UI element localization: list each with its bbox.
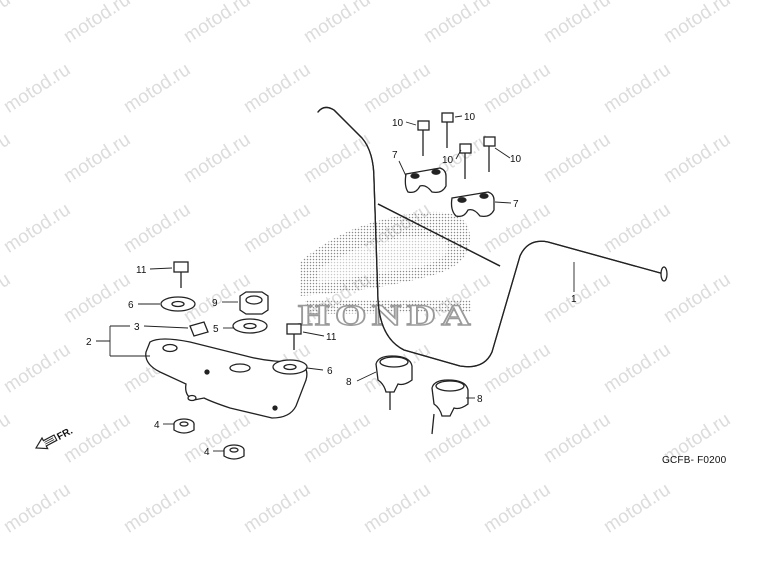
callout-5: 5 (213, 324, 219, 335)
leader-lines (96, 115, 575, 452)
callout-7-upper: 7 (392, 150, 398, 161)
holder-plate (145, 338, 308, 419)
callout-labels: 1 2 3 4 4 5 6 6 7 7 8 8 9 10 10 10 10 11… (86, 112, 577, 458)
front-direction-arrow: FR. (34, 426, 75, 450)
bolt-11-upper (173, 261, 189, 288)
callout-10-c: 10 (442, 155, 454, 166)
washer-6-upper (160, 296, 196, 312)
honda-logo-text: HONDA (298, 299, 476, 332)
callout-6-upper: 6 (128, 300, 134, 311)
bolt-10-a (417, 120, 430, 156)
diagram-code: GCFB- F0200 (662, 455, 727, 466)
callout-11-upper: 11 (136, 265, 147, 276)
callout-10-b: 10 (464, 112, 476, 123)
callout-6-lower: 6 (327, 366, 333, 377)
bolt-stopper (189, 321, 209, 337)
callout-2: 2 (86, 337, 92, 348)
upper-holder-right (450, 191, 495, 218)
callout-7-right: 7 (513, 199, 519, 210)
bolt-11-lower (286, 323, 302, 350)
callout-4-lower: 4 (204, 447, 210, 458)
bolt-10-d (483, 136, 496, 172)
callout-1: 1 (571, 294, 577, 305)
lower-holder-right (431, 379, 469, 435)
callout-8-right: 8 (477, 394, 483, 405)
callout-10-a: 10 (392, 118, 404, 129)
honda-wing-logo (300, 211, 472, 314)
lower-holder-left (375, 355, 413, 410)
callout-10-d: 10 (510, 154, 522, 165)
front-direction-label: FR. (55, 426, 75, 443)
handlebar (317, 106, 668, 368)
washer-5 (232, 318, 268, 334)
callout-4-upper: 4 (154, 420, 160, 431)
callout-3: 3 (134, 322, 140, 333)
bushing-4-lower (223, 444, 245, 460)
upper-holder-left (404, 167, 447, 194)
nut (239, 291, 269, 315)
washer-6-lower (272, 359, 308, 375)
bushing-4-upper (173, 418, 195, 434)
callout-11-lower: 11 (326, 332, 337, 343)
bolt-10-b (441, 112, 454, 148)
bolt-10-c (459, 143, 472, 179)
callout-8-left: 8 (346, 377, 352, 388)
callout-9: 9 (212, 298, 218, 309)
